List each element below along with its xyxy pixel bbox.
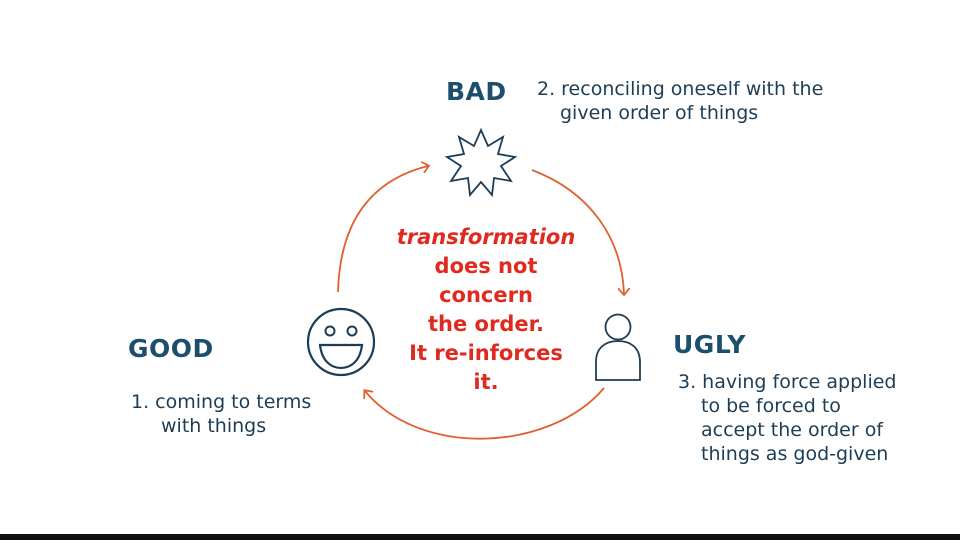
starburst-icon xyxy=(444,127,518,198)
good-description: 1. coming to terms with things xyxy=(131,390,311,438)
ugly-description-line: 3. having force applied xyxy=(678,371,897,393)
ugly-description-line: accept the order of xyxy=(701,419,884,441)
good-description-line: 1. coming to terms xyxy=(131,391,312,413)
good-label: GOOD xyxy=(128,334,214,363)
center-statement: transformation does not concern the orde… xyxy=(370,223,602,397)
ugly-description-line: things as god-given xyxy=(701,443,889,465)
arrow-ugly-to-good xyxy=(365,387,605,440)
center-line: it. xyxy=(473,370,499,394)
person-icon xyxy=(595,313,641,381)
center-line: the order. xyxy=(428,312,544,336)
bad-description: 2. reconciling oneself with the given or… xyxy=(537,77,823,125)
bad-description-line: 2. reconciling oneself with the xyxy=(537,78,824,100)
good-description-line: with things xyxy=(161,415,267,437)
ugly-description-line: to be forced to xyxy=(701,395,841,417)
center-line: It re-inforces xyxy=(409,341,563,365)
bad-label: BAD xyxy=(446,77,507,106)
bad-description-line: given order of things xyxy=(560,102,759,124)
center-line: transformation xyxy=(396,225,576,249)
center-line: does not xyxy=(434,254,538,278)
arrow-bad-to-ugly xyxy=(531,169,624,294)
arrow-good-to-bad xyxy=(337,166,428,293)
smiley-icon xyxy=(306,307,376,377)
ugly-description: 3. having force applied to be forced to … xyxy=(678,370,896,466)
center-line: concern xyxy=(439,283,533,307)
bottom-border xyxy=(0,534,960,540)
ugly-label: UGLY xyxy=(673,330,746,359)
